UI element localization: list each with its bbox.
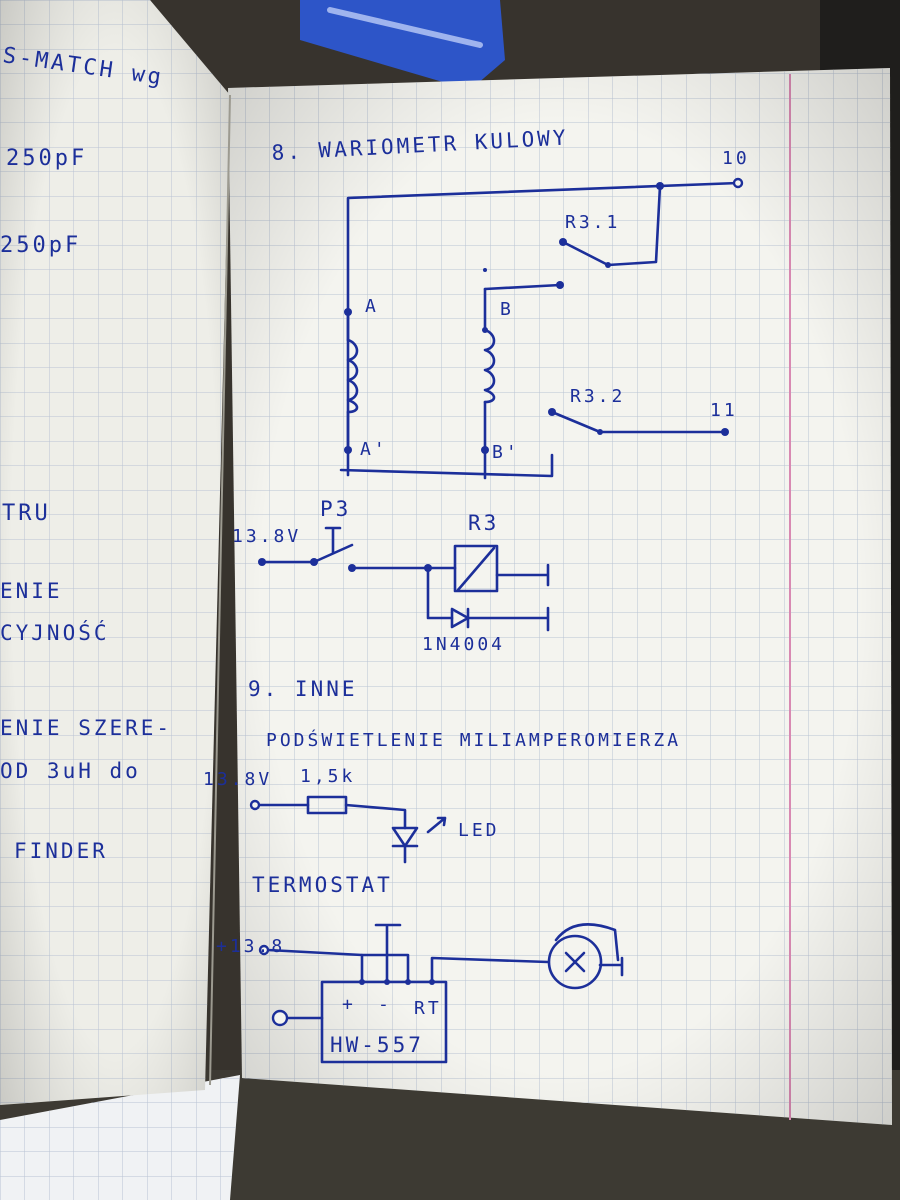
left-line-5: ENIE — [0, 579, 63, 603]
relay-contact-r32-label: R3.2 — [570, 386, 625, 407]
variometer-schematic — [339, 181, 740, 480]
pin-minus-label: - — [378, 994, 392, 1015]
relay-contact-r31-label: R3.1 — [565, 212, 620, 233]
diode-1n4004-label: 1N4004 — [422, 634, 505, 655]
section9-title: 9. INNE — [248, 677, 358, 701]
variometer-nodes — [344, 177, 744, 454]
voltage-13v8-label: 13.8V — [232, 526, 301, 547]
thermostat-schematic — [258, 923, 624, 1064]
thermostat-title: TERMOSTAT — [252, 873, 393, 897]
pin-rt-label: RT — [414, 998, 442, 1019]
left-line-2: 250pF — [6, 146, 87, 171]
left-line-7: ENIE SZERE- — [0, 716, 172, 740]
right-page — [209, 68, 892, 1125]
pin-plus-label: + — [342, 994, 356, 1015]
left-line-8: OD 3uH do — [0, 759, 141, 783]
backlight-voltage-label: 13.8V — [203, 769, 272, 790]
left-line-3: 250pF — [0, 233, 81, 258]
switch-p3-label: P3 — [320, 497, 351, 521]
left-page — [0, 0, 230, 1105]
left-line-6: CYJNOŚĆ — [0, 620, 110, 645]
relay-r3-label: R3 — [468, 511, 499, 535]
module-hw557-label: HW-557 — [330, 1033, 424, 1057]
terminal-11-label: 11 — [710, 400, 738, 421]
coil-a-label: A — [365, 296, 379, 317]
coil-a-prime-label: A' — [360, 439, 388, 460]
coil-b-label: B — [500, 299, 514, 320]
terminal-10-label: 10 — [722, 148, 750, 169]
relay-control-nodes — [258, 558, 432, 572]
led-label: LED — [458, 820, 500, 841]
thermostat-voltage-label: +13.8 — [216, 936, 285, 957]
pen-icon — [300, 0, 505, 90]
left-line-9: FINDER — [14, 839, 108, 863]
resistor-label: 1,5k — [300, 766, 355, 787]
coil-b-prime-label: B' — [492, 442, 520, 463]
backlight-title: PODŚWIETLENIE MILIAMPEROMIERZA — [266, 729, 681, 751]
backlight-schematic — [249, 795, 447, 864]
left-line-4: TRU — [2, 501, 51, 526]
loose-sheet — [0, 1075, 240, 1200]
relay-control-schematic — [260, 526, 550, 632]
